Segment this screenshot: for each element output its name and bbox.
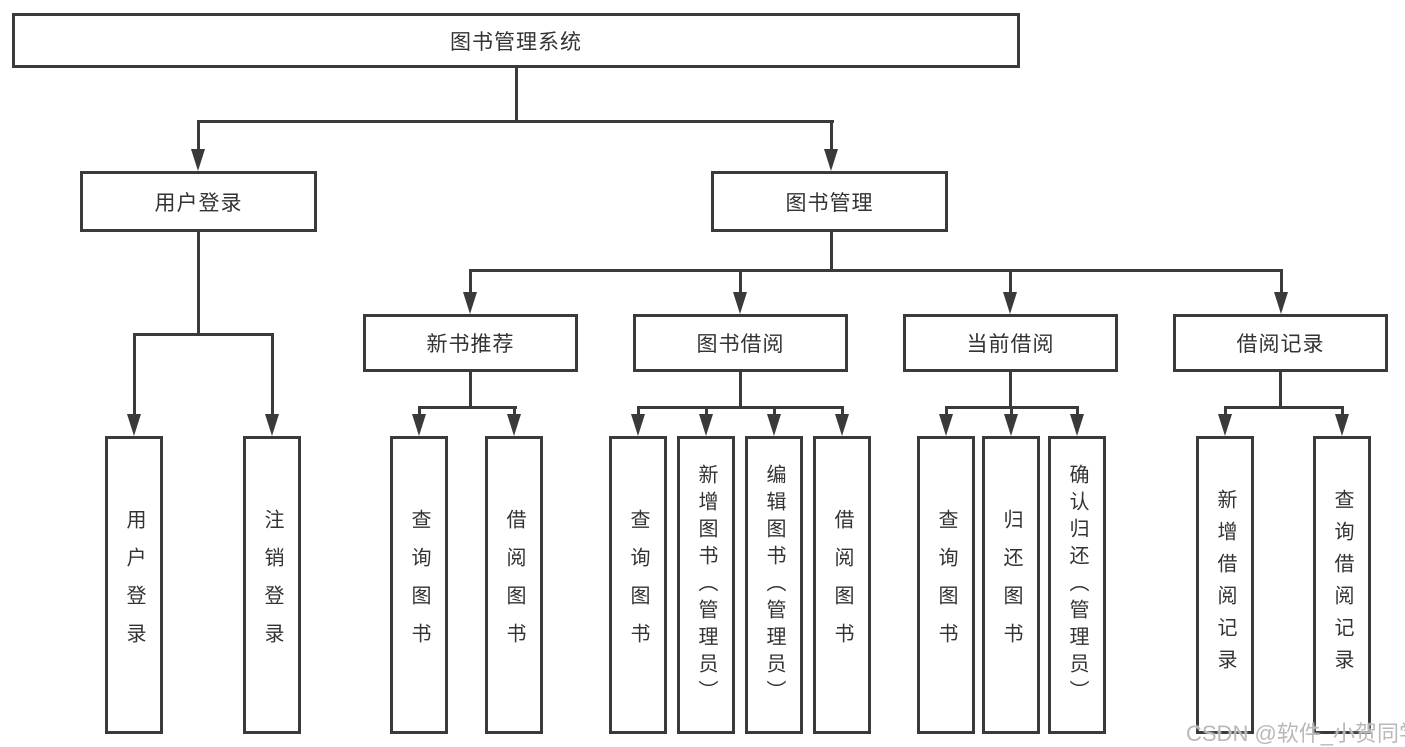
node-new-book-recommend-label: 新书推荐 <box>426 333 515 356</box>
arrow-head-icon <box>265 414 279 436</box>
connector-borrowrecords-drop <box>1280 269 1283 296</box>
connector-bb-bus <box>637 406 844 409</box>
leaf-cb-query-books: 查询图书 <box>917 436 975 734</box>
connector-book-branch-drop <box>830 120 833 152</box>
connector-book-stem <box>830 232 833 272</box>
arrow-head-icon <box>767 414 781 436</box>
connector-book-bus <box>469 269 1282 272</box>
leaf-bb-borrow-books-label: 借阅图书 <box>831 509 853 661</box>
connector-bb-drop3 <box>773 406 776 420</box>
arrow-head-icon <box>1004 414 1018 436</box>
leaf-br-add-record: 新增借阅记录 <box>1196 436 1254 734</box>
connector-bb-drop1 <box>637 406 640 420</box>
arrow-head-icon <box>824 149 838 171</box>
leaf-cb-confirm-return-admin-label: 确认归还（管理员） <box>1066 463 1088 707</box>
node-user-login-branch: 用户登录 <box>80 171 317 232</box>
arrow-head-icon <box>463 292 477 314</box>
connector-user-login-drop <box>133 333 136 416</box>
leaf-br-query-record: 查询借阅记录 <box>1313 436 1371 734</box>
connector-bb-drop4 <box>841 406 844 420</box>
leaf-bb-edit-books-admin-label: 编辑图书（管理员） <box>763 463 785 707</box>
arrow-head-icon <box>699 414 713 436</box>
connector-nb-drop1 <box>418 406 421 420</box>
connector-bb-drop2 <box>705 406 708 420</box>
arrow-head-icon <box>835 414 849 436</box>
arrow-head-icon <box>1070 414 1084 436</box>
leaf-cb-return-books-label: 归还图书 <box>1000 509 1022 661</box>
arrow-head-icon <box>631 414 645 436</box>
connector-root-stem <box>515 68 518 123</box>
leaf-bb-edit-books-admin: 编辑图书（管理员） <box>745 436 803 734</box>
leaf-br-query-record-label: 查询借阅记录 <box>1331 489 1353 681</box>
node-book-management: 图书管理 <box>711 171 948 232</box>
leaf-bb-add-books-admin-label: 新增图书（管理员） <box>695 463 717 707</box>
connector-user-stem <box>197 232 200 336</box>
node-user-login-branch-label: 用户登录 <box>154 191 243 215</box>
node-current-borrow-label: 当前借阅 <box>966 333 1055 356</box>
node-new-book-recommend: 新书推荐 <box>363 314 578 372</box>
watermark: CSDN @软件_小贺同学 <box>1186 721 1405 746</box>
node-root-label: 图书管理系统 <box>450 30 582 54</box>
arrow-head-icon <box>127 414 141 436</box>
leaf-nb-borrow-books: 借阅图书 <box>485 436 543 734</box>
arrow-head-icon <box>1003 292 1017 314</box>
node-book-borrow-label: 图书借阅 <box>696 333 785 356</box>
arrow-head-icon <box>412 414 426 436</box>
node-book-management-label: 图书管理 <box>785 191 874 215</box>
leaf-cb-query-books-label: 查询图书 <box>935 509 957 661</box>
leaf-user-login: 用户登录 <box>105 436 163 734</box>
arrow-head-icon <box>1274 292 1288 314</box>
arrow-head-icon <box>1335 414 1349 436</box>
node-book-borrow: 图书借阅 <box>633 314 848 372</box>
leaf-bb-query-books-label: 查询图书 <box>627 509 649 661</box>
leaf-nb-query-books: 查询图书 <box>390 436 448 734</box>
node-root: 图书管理系统 <box>12 13 1020 68</box>
leaf-bb-add-books-admin: 新增图书（管理员） <box>677 436 735 734</box>
connector-nb-stem <box>469 372 472 409</box>
leaf-bb-query-books: 查询图书 <box>609 436 667 734</box>
leaf-bb-borrow-books: 借阅图书 <box>813 436 871 734</box>
leaf-nb-query-books-label: 查询图书 <box>408 509 430 661</box>
connector-logout-drop <box>271 333 274 416</box>
connector-bookborrow-drop <box>739 269 742 296</box>
leaf-nb-borrow-books-label: 借阅图书 <box>503 509 525 661</box>
node-borrow-records: 借阅记录 <box>1173 314 1388 372</box>
leaf-logout: 注销登录 <box>243 436 301 734</box>
connector-br-stem <box>1279 372 1282 409</box>
connector-nb-bus <box>418 406 517 409</box>
connector-cb-drop1 <box>945 406 948 420</box>
connector-nb-drop2 <box>513 406 516 420</box>
connector-cb-drop3 <box>1076 406 1079 420</box>
arrow-head-icon <box>733 292 747 314</box>
connector-user-branch-drop <box>197 120 200 152</box>
node-borrow-records-label: 借阅记录 <box>1236 333 1325 356</box>
connector-root-bus <box>197 120 834 123</box>
leaf-cb-return-books: 归还图书 <box>982 436 1040 734</box>
arrow-head-icon <box>191 149 205 171</box>
connector-br-drop1 <box>1224 406 1227 420</box>
connector-user-bus <box>133 333 274 336</box>
leaf-br-add-record-label: 新增借阅记录 <box>1214 489 1236 681</box>
arrow-head-icon <box>939 414 953 436</box>
leaf-user-login-label: 用户登录 <box>123 509 145 661</box>
arrow-head-icon <box>507 414 521 436</box>
connector-cb-drop2 <box>1010 406 1013 420</box>
connector-br-drop2 <box>1341 406 1344 420</box>
leaf-cb-confirm-return-admin: 确认归还（管理员） <box>1048 436 1106 734</box>
connector-newbook-drop <box>469 269 472 296</box>
connector-currentborrow-drop <box>1009 269 1012 296</box>
leaf-logout-label: 注销登录 <box>261 509 283 661</box>
arrow-head-icon <box>1218 414 1232 436</box>
connector-cb-stem <box>1009 372 1012 409</box>
connector-bb-stem <box>739 372 742 409</box>
connector-br-bus <box>1224 406 1344 409</box>
node-current-borrow: 当前借阅 <box>903 314 1118 372</box>
